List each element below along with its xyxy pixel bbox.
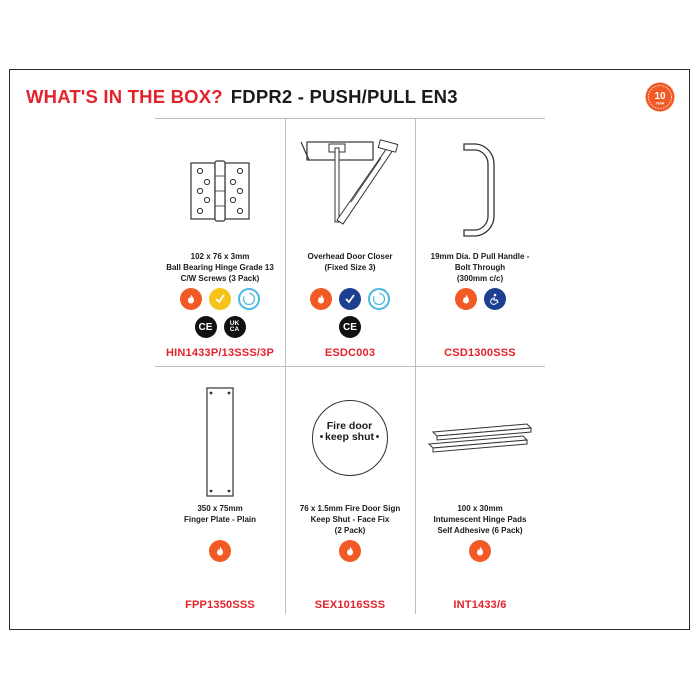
ce-mark-icon: CE bbox=[194, 316, 217, 338]
fire-rated-icon bbox=[339, 540, 361, 562]
certification-icons bbox=[415, 540, 545, 562]
product-panel bbox=[9, 69, 690, 630]
ten-year-badge-icon: 10 YEAR bbox=[645, 82, 675, 112]
fire-rated-icon bbox=[209, 540, 231, 562]
certification-icons bbox=[155, 288, 285, 310]
certifire-icon bbox=[368, 288, 390, 310]
fire-rated-icon bbox=[310, 288, 332, 310]
product-code: SEX1016SSS bbox=[314, 599, 386, 611]
door-closer-image bbox=[299, 136, 403, 232]
grid-divider bbox=[155, 118, 545, 119]
pull-handle-image bbox=[460, 140, 500, 240]
title-question: WHAT'S IN THE BOX? bbox=[26, 86, 223, 107]
certification-icons bbox=[285, 288, 415, 310]
fire-rated-icon bbox=[180, 288, 202, 310]
product-code: INT1433/6 bbox=[453, 599, 507, 611]
certifire-icon bbox=[238, 288, 260, 310]
fire-door-sign-image: Fire door keep shut bbox=[312, 400, 388, 476]
product-card-handle: 19mm Dia. D Pull Handle -Bolt Through(30… bbox=[415, 118, 545, 366]
product-description: Overhead Door Closer(Fixed Size 3) bbox=[307, 252, 393, 272]
page-title: WHAT'S IN THE BOX? FDPR2 - PUSH/PULL EN3 bbox=[26, 86, 458, 108]
certification-icons bbox=[155, 540, 285, 562]
navy-check-icon bbox=[339, 288, 361, 310]
ce-mark-icon: CE bbox=[339, 316, 361, 338]
sign-text-line: keep shut bbox=[324, 431, 374, 443]
product-code: FPP1350SSS bbox=[185, 599, 255, 611]
product-card-sign: Fire door keep shut 76 x 1.5mm Fire Door… bbox=[285, 366, 415, 614]
yellow-check-icon bbox=[209, 288, 231, 310]
product-code: ESDC003 bbox=[324, 347, 376, 359]
product-code: CSD1300SSS bbox=[444, 347, 516, 359]
product-code: HIN1433P/13SSS/3P bbox=[166, 347, 274, 359]
hinge-image bbox=[190, 160, 250, 222]
certification-icons bbox=[285, 540, 415, 562]
finger-plate-image bbox=[205, 386, 235, 498]
fire-rated-icon bbox=[454, 288, 477, 310]
sign-text-line: Fire door bbox=[326, 420, 373, 432]
certification-icons bbox=[415, 288, 545, 310]
product-card-closer: Overhead Door Closer(Fixed Size 3) CE ES… bbox=[285, 118, 415, 366]
grid-divider bbox=[155, 366, 545, 367]
badge-sub: YEAR bbox=[656, 102, 666, 106]
title-product: FDPR2 - PUSH/PULL EN3 bbox=[230, 86, 458, 107]
conformity-icons: CE bbox=[285, 316, 415, 338]
product-description: 19mm Dia. D Pull Handle -Bolt Through(30… bbox=[430, 252, 530, 283]
badge-number: 10 bbox=[654, 91, 666, 102]
hinge-pads-image bbox=[427, 422, 535, 462]
accessibility-icon bbox=[483, 288, 506, 310]
fire-rated-icon bbox=[469, 540, 491, 562]
